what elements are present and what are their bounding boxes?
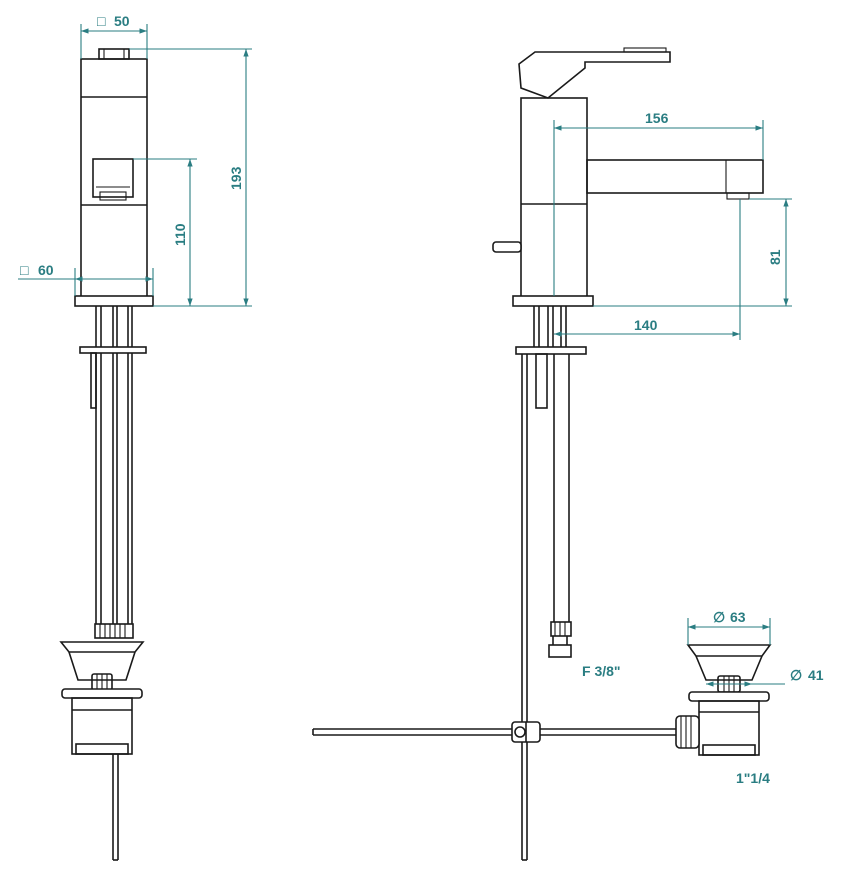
front-drain-nut	[61, 688, 143, 699]
front-view	[59, 48, 154, 861]
label-height-lever: 110	[172, 223, 188, 246]
label-base-square: 60	[38, 262, 54, 278]
label-drain-inner-symbol: ∅	[790, 667, 802, 683]
front-drain-body	[71, 697, 133, 755]
side-drain-body	[698, 700, 760, 756]
label-drain-inner: 41	[808, 667, 824, 683]
label-hose-connection: F 3/8"	[582, 663, 621, 679]
dimension-lines	[18, 24, 792, 687]
side-lever-handle	[518, 51, 671, 99]
label-spout-reach: 156	[645, 110, 669, 126]
front-lever	[92, 158, 134, 198]
label-spout-height: 81	[767, 249, 783, 265]
label-drain-thread: 1"1/4	[736, 770, 770, 786]
side-drain-pivot	[675, 715, 700, 749]
front-base-plate	[74, 295, 154, 307]
dimension-labels: □ 50 193 110 □ 60 156 81 140 ∅ 63 ∅ 41 F…	[20, 13, 824, 786]
label-width-square-symbol: □	[97, 13, 106, 29]
side-hose-fitting	[548, 644, 572, 658]
label-width-square: 50	[114, 13, 130, 29]
front-body	[80, 58, 148, 306]
label-drain-outer-symbol: ∅	[713, 609, 725, 625]
side-drain-nut	[688, 691, 770, 702]
side-mounting-plate	[515, 346, 587, 355]
label-height-total: 193	[228, 166, 244, 190]
side-aerator	[726, 192, 750, 200]
side-popup-knob	[492, 241, 522, 253]
front-drain-flange	[59, 641, 145, 653]
side-view	[312, 47, 772, 861]
label-spout-offset: 140	[634, 317, 658, 333]
label-drain-outer: 63	[730, 609, 746, 625]
side-base-plate	[512, 295, 594, 307]
side-drain-flange	[686, 644, 772, 657]
front-mounting-plate	[79, 346, 147, 354]
side-spout	[586, 159, 764, 194]
label-base-square-symbol: □	[20, 262, 29, 278]
